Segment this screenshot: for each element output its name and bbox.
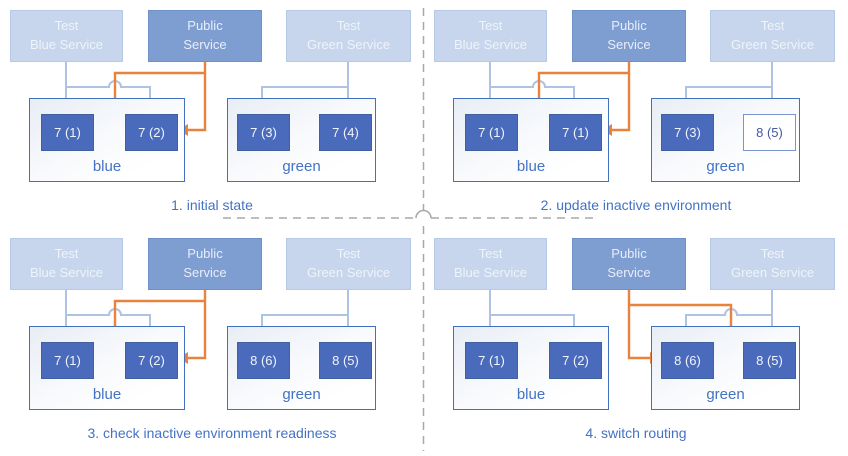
green-environment-box: 8 (6) 8 (5) green [227, 326, 376, 410]
service-label: Green Service [306, 265, 391, 280]
pod: 7 (1) [549, 114, 602, 151]
panel-caption: 3. check inactive environment readiness [87, 425, 337, 441]
service-label: Test [478, 18, 503, 34]
pod: 7 (1) [465, 342, 518, 379]
test-blue-service-box: Test Blue Service [434, 238, 547, 290]
service-label: Test [336, 246, 361, 262]
service-label: Green Service [730, 37, 815, 52]
pod: 8 (5) [743, 342, 796, 379]
pod: 8 (5) [319, 342, 372, 379]
service-label: Blue Service [30, 265, 103, 280]
service-label: Service [607, 265, 651, 280]
test-green-service-box: Test Green Service [710, 238, 835, 290]
service-label: Test [54, 246, 79, 262]
pod: 7 (3) [661, 114, 714, 151]
panel-update-inactive: Test Blue Service Public Service Test Gr… [424, 0, 848, 228]
pod: 7 (2) [125, 342, 178, 379]
pod: 7 (1) [41, 114, 94, 151]
service-label: Public [611, 18, 647, 34]
test-blue-service-box: Test Blue Service [10, 10, 123, 62]
pod: 7 (3) [237, 114, 290, 151]
service-label: Test [760, 18, 785, 34]
public-service-box: Public Service [572, 238, 686, 290]
environment-label: green [706, 386, 745, 403]
service-label: Service [183, 265, 227, 280]
pod: 7 (1) [41, 342, 94, 379]
pod: 8 (6) [661, 342, 714, 379]
service-label: Test [478, 246, 503, 262]
blue-environment-box: 7 (1) 7 (1) blue [453, 98, 609, 182]
panel-check-readiness: Test Blue Service Public Service Test Gr… [0, 228, 424, 456]
service-label: Service [183, 37, 227, 52]
environment-label: blue [516, 386, 546, 403]
test-blue-service-box: Test Blue Service [10, 238, 123, 290]
blue-environment-box: 7 (1) 7 (2) blue [29, 98, 185, 182]
test-green-service-box: Test Green Service [710, 10, 835, 62]
pod: 8 (6) [237, 342, 290, 379]
environment-label: blue [92, 158, 122, 175]
test-green-service-box: Test Green Service [286, 238, 411, 290]
panel-caption: 4. switch routing [585, 425, 687, 441]
service-label: Test [336, 18, 361, 34]
environment-label: green [282, 158, 321, 175]
green-environment-box: 7 (3) 7 (4) green [227, 98, 376, 182]
blue-environment-box: 7 (1) 7 (2) blue [453, 326, 609, 410]
blue-environment-box: 7 (1) 7 (2) blue [29, 326, 185, 410]
service-label: Blue Service [30, 37, 103, 52]
test-green-service-box: Test Green Service [286, 10, 411, 62]
service-label: Public [187, 18, 223, 34]
panel-caption: 2. update inactive environment [540, 197, 732, 213]
environment-label: green [282, 386, 321, 403]
panel-initial-state: Test Blue Service Public Service Test Gr… [0, 0, 424, 228]
pod: 8 (5) [743, 114, 796, 151]
public-service-box: Public Service [148, 238, 262, 290]
service-label: Public [187, 246, 223, 262]
public-service-box: Public Service [572, 10, 686, 62]
green-environment-box: 7 (3) 8 (5) green [651, 98, 800, 182]
pod: 7 (4) [319, 114, 372, 151]
service-label: Green Service [730, 265, 815, 280]
service-label: Public [611, 246, 647, 262]
service-label: Blue Service [454, 265, 527, 280]
service-label: Green Service [306, 37, 391, 52]
environment-label: blue [516, 158, 546, 175]
test-blue-service-box: Test Blue Service [434, 10, 547, 62]
green-environment-box: 8 (6) 8 (5) green [651, 326, 800, 410]
service-label: Test [760, 246, 785, 262]
panel-switch-routing: Test Blue Service Public Service Test Gr… [424, 228, 848, 456]
panel-caption: 1. initial state [171, 197, 253, 213]
service-label: Test [54, 18, 79, 34]
pod: 7 (1) [465, 114, 518, 151]
public-service-box: Public Service [148, 10, 262, 62]
pod: 7 (2) [125, 114, 178, 151]
pod: 7 (2) [549, 342, 602, 379]
service-label: Service [607, 37, 651, 52]
service-label: Blue Service [454, 37, 527, 52]
environment-label: blue [92, 386, 122, 403]
environment-label: green [706, 158, 745, 175]
